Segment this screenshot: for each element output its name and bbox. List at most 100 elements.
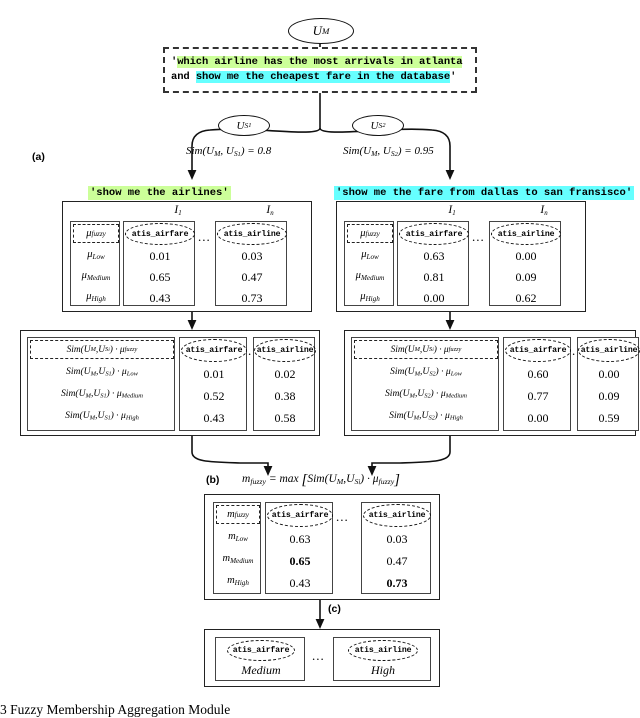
value-cell: 0.03 (241, 249, 263, 263)
value-cell: 0.47 (386, 554, 408, 568)
attr-oval (217, 223, 287, 245)
branch-2-sentence: 'show me the fare from dallas to san fra… (334, 186, 635, 200)
sim-mu-medium-label: Sim(UM,US1) · μMedium (60, 388, 144, 400)
query-green-span: which airline has the most arrivals in a… (177, 56, 463, 68)
attr-atis-airline: atis_airline (363, 504, 431, 527)
sim-label-1: Sim(UM, US1) = 0.8 (186, 145, 272, 158)
attr-oval (363, 504, 431, 527)
attr-oval (505, 339, 571, 362)
value-cell: 0.03 (386, 532, 408, 546)
value-cell: 0.60 (527, 367, 549, 381)
attr-atis-airfare: atis_airfare (399, 223, 469, 245)
mu-high-label: μHigh (360, 291, 380, 303)
value-cell: 0.00 (527, 411, 549, 425)
attr-oval (181, 339, 247, 362)
result-column-1: atis_airfare Medium (215, 637, 305, 681)
mu-low-label: μLow (361, 249, 379, 261)
attr-atis-airfare: atis_airfare (227, 640, 295, 661)
value-cell: 0.58 (274, 411, 296, 425)
query-line-1: 'which airline has the most arrivals in … (171, 55, 469, 70)
mu-low-label: μLow (87, 249, 105, 261)
value-cell: 0.65 (289, 554, 311, 568)
value-cell: 0.62 (515, 291, 537, 305)
branch-1-value-column-1: atis_airfare 0.01 0.65 0.43 (123, 221, 195, 306)
m-high-label: mHigh (227, 575, 249, 587)
root-query-box: 'which airline has the most arrivals in … (163, 47, 477, 93)
value-cell: 0.43 (289, 576, 311, 590)
sim-mu-low-label: Sim(UM,US2) · μLow (390, 366, 462, 378)
value-cell: 0.01 (203, 367, 225, 381)
attr-atis-airline: atis_airline (491, 223, 561, 245)
sim-mu-medium-label: Sim(UM,US2) · μMedium (384, 388, 468, 400)
sim-value-1: 0.8 (257, 145, 272, 157)
value-cell: 0.43 (203, 411, 225, 425)
attr-oval (254, 339, 316, 362)
node-um-sub: M (322, 26, 330, 36)
value-cell: 0.02 (274, 367, 296, 381)
node-us1-label: U (236, 119, 245, 132)
result-column-n: atis_airline High (333, 637, 431, 681)
branch-1-sentence: 'show me the airlines' (88, 186, 231, 200)
tag-c: (c) (328, 603, 341, 615)
branch-1-b-value-column-n: atis_airline 0.02 0.38 0.58 (253, 337, 316, 431)
value-cell: 0.52 (203, 389, 225, 403)
tag-a: (a) (32, 151, 45, 163)
node-us1-sub: S (244, 121, 249, 130)
tag-b: (b) (206, 474, 220, 486)
value-cell: 0.73 (241, 291, 263, 305)
value-cell: 0.09 (598, 389, 620, 403)
value-cell: 0.01 (149, 249, 171, 263)
branch-1-col-header-1: I1 (174, 204, 182, 218)
branch-2-value-column-n: atis_airline 0.00 0.09 0.62 (489, 221, 561, 306)
attr-atis-airline: atis_airline (348, 640, 418, 661)
value-cell: 0.77 (527, 389, 549, 403)
branch-2-col-header-1: I1 (448, 204, 456, 218)
sim-mu-high-label: Sim(UM,US1) · μHigh (65, 410, 139, 422)
attr-atis-airline: atis_airline (217, 223, 287, 245)
mu-medium-label: μMedium (81, 270, 111, 282)
value-cell: 0.63 (289, 532, 311, 546)
branch-2-value-column-1: atis_airfare 0.63 0.81 0.00 (397, 221, 469, 306)
attr-oval (348, 640, 418, 661)
ellipsis-between-columns: ... (472, 229, 485, 244)
ellipsis-between-columns: ... (198, 229, 211, 244)
attr-atis-airfare: atis_airfare (125, 223, 195, 245)
value-cell: 0.38 (274, 389, 296, 403)
query-quote-open: ' (171, 56, 178, 68)
result-label-high: High (371, 663, 395, 677)
figure-caption: 3 Fuzzy Membership Aggregation Module (0, 702, 231, 717)
attr-oval (227, 640, 295, 661)
value-cell: 0.63 (423, 249, 445, 263)
mu-medium-label: μMedium (355, 270, 385, 282)
value-cell: 0.09 (515, 270, 537, 284)
attr-oval (267, 504, 333, 527)
attr-oval (125, 223, 195, 245)
node-um-label: U (312, 23, 323, 38)
branch-2-b-value-column-n: atis_airline 0.00 0.09 0.59 (577, 337, 640, 431)
node-us2-label: U (370, 119, 379, 132)
attr-oval (491, 223, 561, 245)
ellipsis-between-columns: ... (312, 648, 325, 663)
aggregate-value-column-n: atis_airline 0.03 0.47 0.73 (361, 502, 431, 594)
node-us2-sub2: 2 (382, 122, 386, 129)
branch-2-col-header-n: In (540, 204, 548, 218)
value-cell: 0.00 (598, 367, 620, 381)
value-cell: 0.65 (149, 270, 171, 284)
branch-1-b-value-column-1: atis_airfare 0.01 0.52 0.43 (179, 337, 247, 431)
query-line-2: and show me the cheapest fare in the dat… (171, 70, 469, 85)
